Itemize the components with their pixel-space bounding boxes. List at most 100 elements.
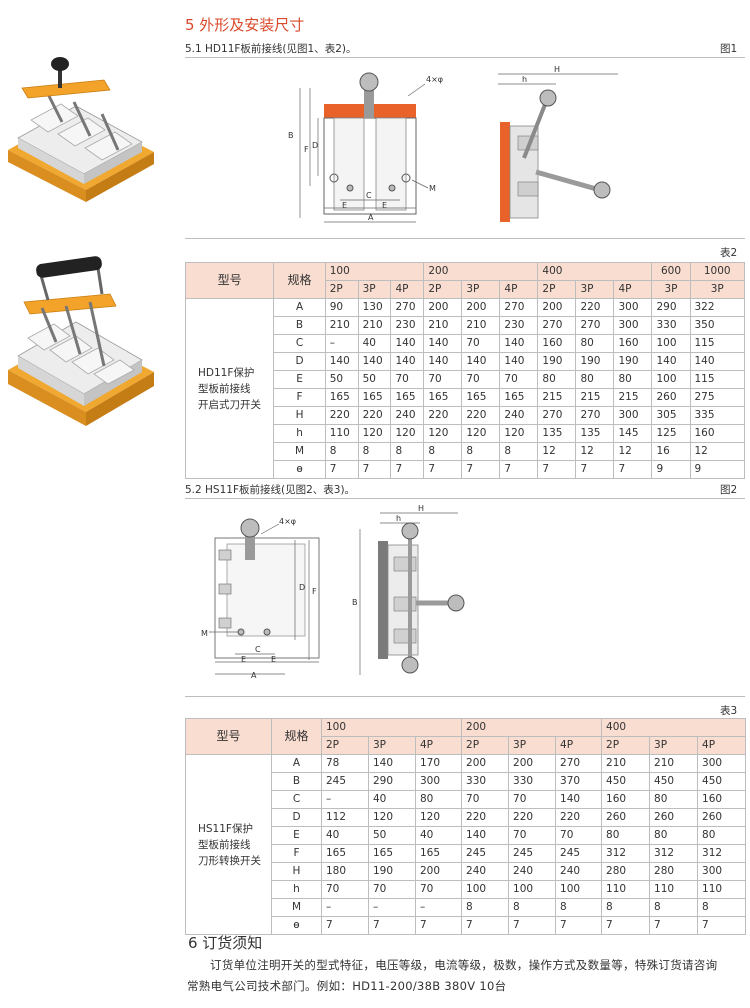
switch-photo-1 [8,57,154,202]
table-2-value-cell: 8 [423,442,463,461]
table-2-current-header: 100 [324,262,425,281]
table-3-value-cell: 160 [697,790,747,809]
section-5-title: 5 外形及安装尺寸 [185,16,305,34]
table-3-value-cell: 78 [321,754,369,773]
table-3-value-cell: 8 [555,898,603,917]
dim-label-d: D [312,141,318,150]
table-2-dim-key: F [273,388,326,407]
table-3-value-cell: 280 [649,862,699,881]
table-3-value-cell: 8 [601,898,651,917]
table-3-pole-cell: 4P [697,736,747,755]
table-3-value-cell: 80 [414,790,463,809]
table-3-value-cell: 260 [649,808,699,827]
table-2-value-cell: 120 [461,424,501,443]
table-3-value-cell: 245 [321,772,369,791]
table-3-value-cell: 300 [697,754,747,773]
table-2-value-cell: 160 [537,334,577,353]
table-3-value-cell: 70 [414,880,463,899]
table-2-value-cell: 8 [357,442,392,461]
table-2-value-cell: 335 [689,406,745,425]
table-3-value-cell: – [321,898,369,917]
table-2-value-cell: 270 [537,406,577,425]
figure-1-side-drawing: H h [498,65,618,222]
table-2-model-line: 型板前接线 [198,382,251,395]
table-2-value-cell: 70 [423,370,463,389]
table-3-value-cell: 80 [649,790,699,809]
hole-label: 4×φ [426,75,443,84]
table-3-label: 表3 [720,705,738,717]
table-2-value-cell: 7 [461,460,501,479]
table-2-current-header: 1000 [689,262,745,281]
table-2-value-cell: 110 [324,424,359,443]
table-2-value-cell: 140 [357,352,392,371]
table-2-value-cell: 200 [423,298,463,317]
table-3-dim-key: C [271,790,322,809]
table-3-value-cell: 260 [697,808,747,827]
table-3-value-cell: 8 [508,898,557,917]
table-2-dim-key: M [273,442,326,461]
figure-2-label: 图2 [720,484,738,496]
table-2-value-cell: 210 [357,316,392,335]
table-3-value-cell: 80 [697,826,747,845]
dim-label-m: M [201,629,208,638]
table-3-value-cell: 220 [555,808,603,827]
table-2-value-cell: 140 [499,352,539,371]
table-3-value-cell: 110 [649,880,699,899]
table-2-value-cell: 80 [613,370,653,389]
table-2-value-cell: 8 [390,442,425,461]
table-2-value-cell: 7 [390,460,425,479]
table-2-value-cell: 215 [537,388,577,407]
table-2-value-cell: 220 [324,406,359,425]
table-3-value-cell: 70 [321,880,369,899]
table-3-value-cell: 180 [321,862,369,881]
table-2-value-cell: 90 [324,298,359,317]
table-2-value-cell: 120 [357,424,392,443]
table-2-value-cell: 70 [461,334,501,353]
table-2-value-cell: 220 [461,406,501,425]
dim-label-d: D [299,583,305,592]
table-3-value-cell: 300 [697,862,747,881]
table-2-value-cell: 9 [651,460,691,479]
table-2-value-cell: 305 [651,406,691,425]
table-3-value-cell: 200 [508,754,557,773]
table-2-value-cell: 300 [613,406,653,425]
table-3-value-cell: 300 [414,772,463,791]
table-3-pole-cell: 4P [555,736,603,755]
table-3-value-cell: 8 [461,898,510,917]
table-3-poles-row: 2P 3P 4P 2P 3P 4P 2P 3P 4P [186,736,747,755]
table-3-pole-cell: 3P [508,736,557,755]
table-2-value-cell: 12 [613,442,653,461]
table-3-value-cell: 290 [368,772,416,791]
dim-label-e1: E [241,655,246,664]
table-2-value-cell: 190 [575,352,615,371]
dim-label-e2: E [271,655,276,664]
table-3-value-cell: 160 [601,790,651,809]
table-2-value-cell: 115 [689,334,745,353]
section-6-title: 6 订货须知 [188,934,263,952]
table-2-value-cell: 210 [461,316,501,335]
table-2-current-header: 400 [537,262,653,281]
table-2-value-cell: 16 [651,442,691,461]
table-2-value-cell: 322 [689,298,745,317]
table-3-model-line: 型板前接线 [198,838,251,851]
table-3-model-line: HS11F保护 [198,822,253,835]
table-2-value-cell: 270 [575,316,615,335]
table-2-value-cell: 210 [324,316,359,335]
table-2-pole-cell: 4P [613,280,653,299]
table-3-value-cell: 80 [601,826,651,845]
table-3-dim-key: A [271,754,322,773]
table-2-value-cell: 7 [537,460,577,479]
table-2-pole-cell: 2P [423,280,463,299]
table-3-value-cell: 120 [368,808,416,827]
table-3-value-cell: 7 [601,916,651,935]
table-2-value-cell: 160 [689,424,745,443]
table-3-value-cell: – [414,898,463,917]
table-2-value-cell: 240 [390,406,425,425]
table-3-value-cell: 165 [321,844,369,863]
dim-label-c: C [255,645,261,654]
table-2-pole-cell: 3P [689,280,745,299]
